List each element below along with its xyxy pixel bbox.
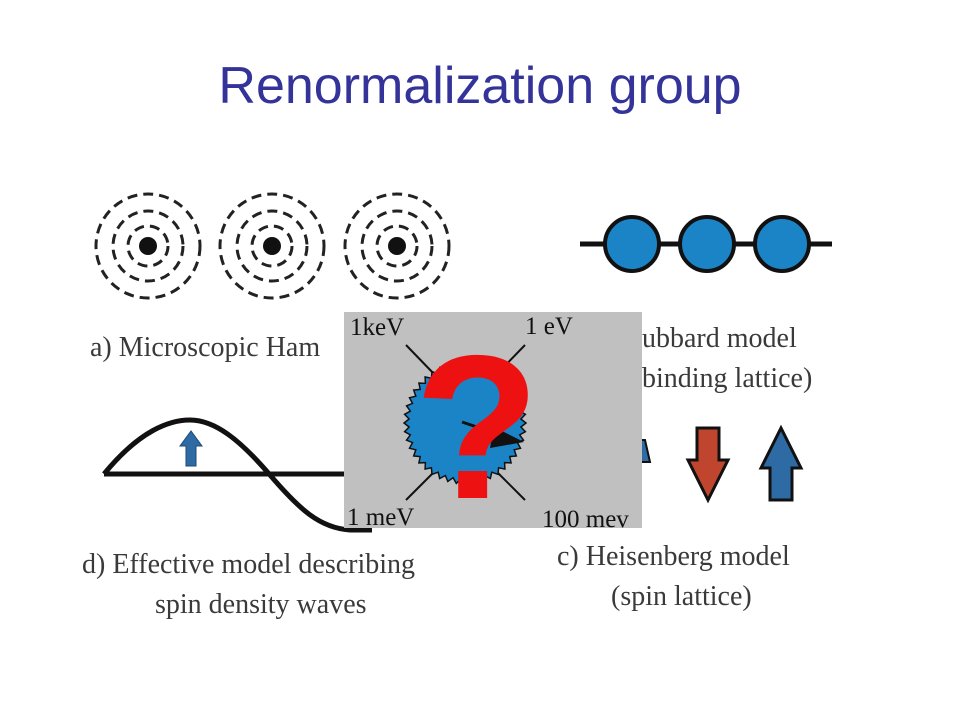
atom-1 (94, 192, 202, 300)
atoms-panel (94, 192, 451, 300)
caption-b-line1: ubbard model (642, 323, 797, 354)
nucleus-1 (139, 237, 157, 255)
energy-dial-panel: 1keV 1 eV 1 meV 100 mev ? (344, 312, 642, 542)
lattice-site-1 (603, 215, 661, 273)
atom-3 (343, 192, 451, 300)
dial-label-top-right: 1 eV (525, 313, 573, 340)
lattice-site-2 (678, 215, 736, 273)
caption-c-line1: c) Heisenberg model (557, 541, 790, 572)
question-mark: ? (414, 313, 539, 542)
caption-c-line2: (spin lattice) (611, 581, 752, 612)
caption-d-line1: d) Effective model describing (82, 549, 416, 580)
hubbard-lattice (580, 215, 832, 273)
nuclei (139, 237, 406, 255)
caption-a: a) Microscopic Ham (90, 332, 321, 363)
spin-density-wave (102, 417, 372, 533)
spin-up-arrow-small (179, 430, 203, 467)
spin-down-arrow (685, 426, 731, 504)
nucleus-2 (263, 237, 281, 255)
caption-b-line2: binding lattice) (642, 363, 813, 394)
lattice-site-3 (753, 215, 811, 273)
dial-label-bottom-left: 1 meV (347, 504, 414, 531)
dial-label-top-left: 1keV (350, 314, 404, 341)
dial-label-bottom-right: 100 mev (542, 506, 629, 533)
spin-up-arrow (758, 424, 804, 502)
nucleus-3 (388, 237, 406, 255)
heisenberg-spins (628, 424, 804, 504)
atom-2 (218, 192, 326, 300)
dial-pointer (490, 427, 524, 448)
slide-title: Renormalization group (218, 57, 742, 115)
caption-d-line2: spin density waves (155, 589, 367, 620)
